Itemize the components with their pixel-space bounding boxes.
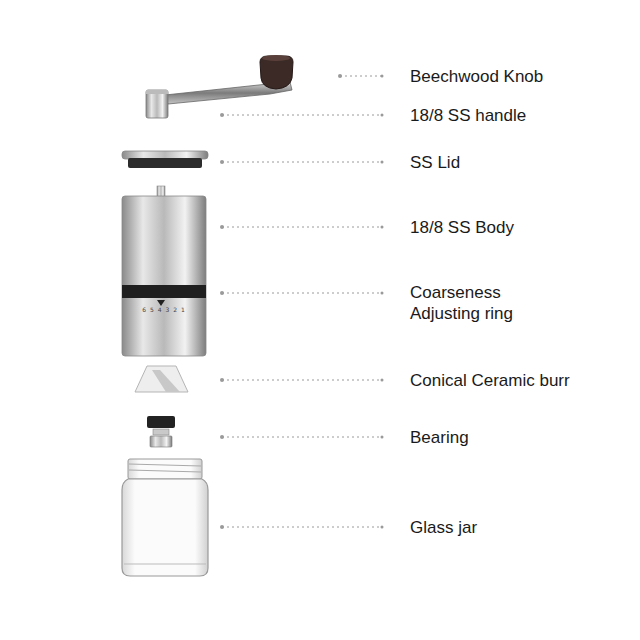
part-label: Bearing — [410, 427, 469, 448]
leader-dots — [220, 74, 384, 529]
scale-numbers: 6 5 4 3 2 1 — [142, 306, 185, 314]
part-label: Beechwood Knob — [410, 66, 543, 87]
part-label: Glass jar — [410, 517, 477, 538]
part-label: 18/8 SS Body — [410, 217, 514, 238]
part-label: SS Lid — [410, 152, 460, 173]
part-label: Conical Ceramic burr — [410, 370, 570, 391]
part-label: Coarseness Adjusting ring — [410, 282, 550, 324]
part-label: 18/8 SS handle — [410, 105, 526, 126]
leader-lines — [222, 76, 382, 527]
